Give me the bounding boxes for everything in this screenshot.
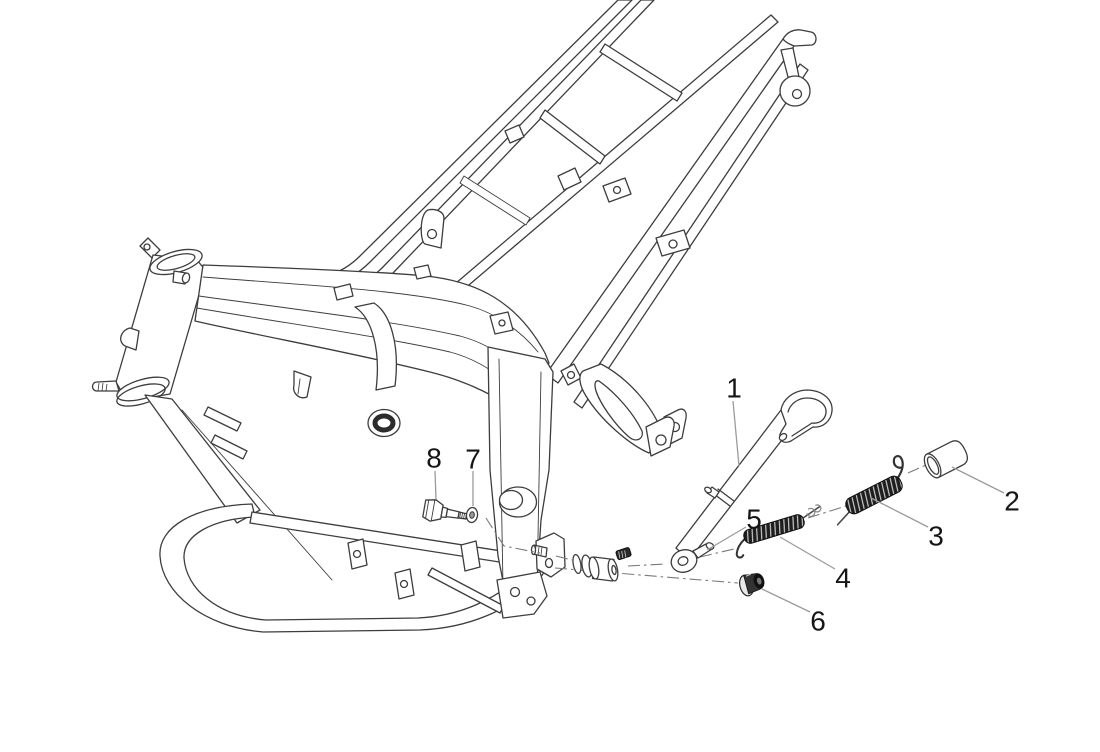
subframe-right-tubes — [448, 14, 817, 409]
callout-label-5: 5 — [746, 504, 762, 535]
frame-drawing — [91, 0, 817, 633]
callout-label-4: 4 — [835, 563, 851, 594]
part-outer-spring — [836, 454, 904, 526]
leader-line-3 — [870, 497, 929, 528]
footpeg-bracket — [560, 363, 687, 457]
pivot-bushings — [572, 547, 632, 582]
part-side-stand — [670, 389, 833, 573]
subframe-left-rails — [321, 0, 691, 295]
callout-label-3: 3 — [928, 521, 944, 552]
leader-line-2 — [951, 466, 1005, 494]
part-pivot-bolt — [422, 499, 470, 522]
callout-label-8: 8 — [426, 443, 442, 474]
leader-line-4 — [779, 536, 836, 570]
callout-label-6: 6 — [810, 606, 826, 637]
leader-line-5 — [706, 526, 747, 551]
leader-line-1 — [732, 400, 740, 467]
leader-line-8 — [434, 470, 437, 500]
callout-labels: 1 2 3 4 5 6 7 8 — [426, 373, 1020, 637]
steering-head — [91, 237, 207, 407]
callout-label-7: 7 — [465, 444, 481, 475]
part-inner-spring — [735, 504, 822, 559]
leader-line-6 — [761, 588, 811, 613]
pivot-axis-centerline — [555, 555, 573, 561]
bolt-axis-centerline — [485, 517, 541, 554]
threaded-stub — [615, 547, 632, 560]
part-end-cap — [923, 440, 969, 479]
down-tube-and-cradle — [144, 394, 548, 633]
stand-mount-bracket — [530, 532, 566, 578]
spring-axis-centerline — [807, 505, 847, 519]
leader-lines — [434, 400, 1005, 613]
callout-label-2: 2 — [1004, 486, 1020, 517]
part-washer — [465, 506, 479, 524]
callout-label-1: 1 — [726, 373, 742, 404]
part-flange-nut — [739, 573, 765, 597]
